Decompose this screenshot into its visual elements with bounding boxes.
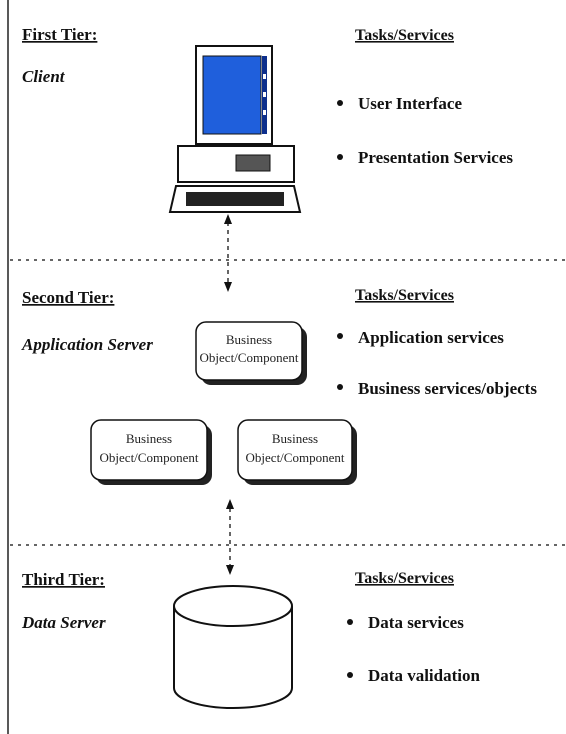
bullet-dot <box>337 100 343 106</box>
component-label-line1: Business <box>272 431 318 446</box>
second-tier-tasks-header: Tasks/Services <box>355 287 454 304</box>
component-label-line1: Business <box>126 431 172 446</box>
component-label-line1: Business <box>226 332 272 347</box>
first-tier-heading: First Tier: <box>22 25 97 44</box>
bidirectional-arrow-icon <box>224 214 232 292</box>
task-business-services: Business services/objects <box>358 379 537 398</box>
business-component-box: Business Object/Component <box>237 419 357 485</box>
business-component-box: Business Object/Component <box>90 419 212 485</box>
task-application-services: Application services <box>358 328 504 347</box>
task-data-validation: Data validation <box>368 666 480 685</box>
bullet-dot <box>337 384 343 390</box>
component-label-line2: Object/Component <box>246 450 345 465</box>
data-server-label: Data Server <box>21 613 106 632</box>
disk-drive <box>235 154 271 172</box>
bullet-dot <box>337 154 343 160</box>
application-server-label: Application Server <box>21 335 153 354</box>
component-label-line2: Object/Component <box>200 350 299 365</box>
task-user-interface: User Interface <box>358 94 462 113</box>
third-tier-heading: Third Tier: <box>22 570 105 589</box>
component-label-line2: Object/Component <box>100 450 199 465</box>
task-presentation-services: Presentation Services <box>358 148 513 167</box>
second-tier-heading: Second Tier: <box>22 288 114 307</box>
database-cylinder-icon <box>173 585 293 709</box>
client-label: Client <box>22 67 66 86</box>
keyboard-keys <box>186 192 284 206</box>
monitor-screen <box>202 55 262 135</box>
bidirectional-arrow-icon <box>226 499 234 575</box>
bullet-dot <box>337 333 343 339</box>
computer-icon <box>168 45 302 213</box>
first-tier-tasks-header: Tasks/Services <box>355 27 454 44</box>
bullet-dot <box>347 672 353 678</box>
task-data-services: Data services <box>368 613 464 632</box>
business-component-box: Business Object/Component <box>195 321 307 385</box>
bullet-dot <box>347 619 353 625</box>
third-tier-tasks-header: Tasks/Services <box>355 570 454 587</box>
